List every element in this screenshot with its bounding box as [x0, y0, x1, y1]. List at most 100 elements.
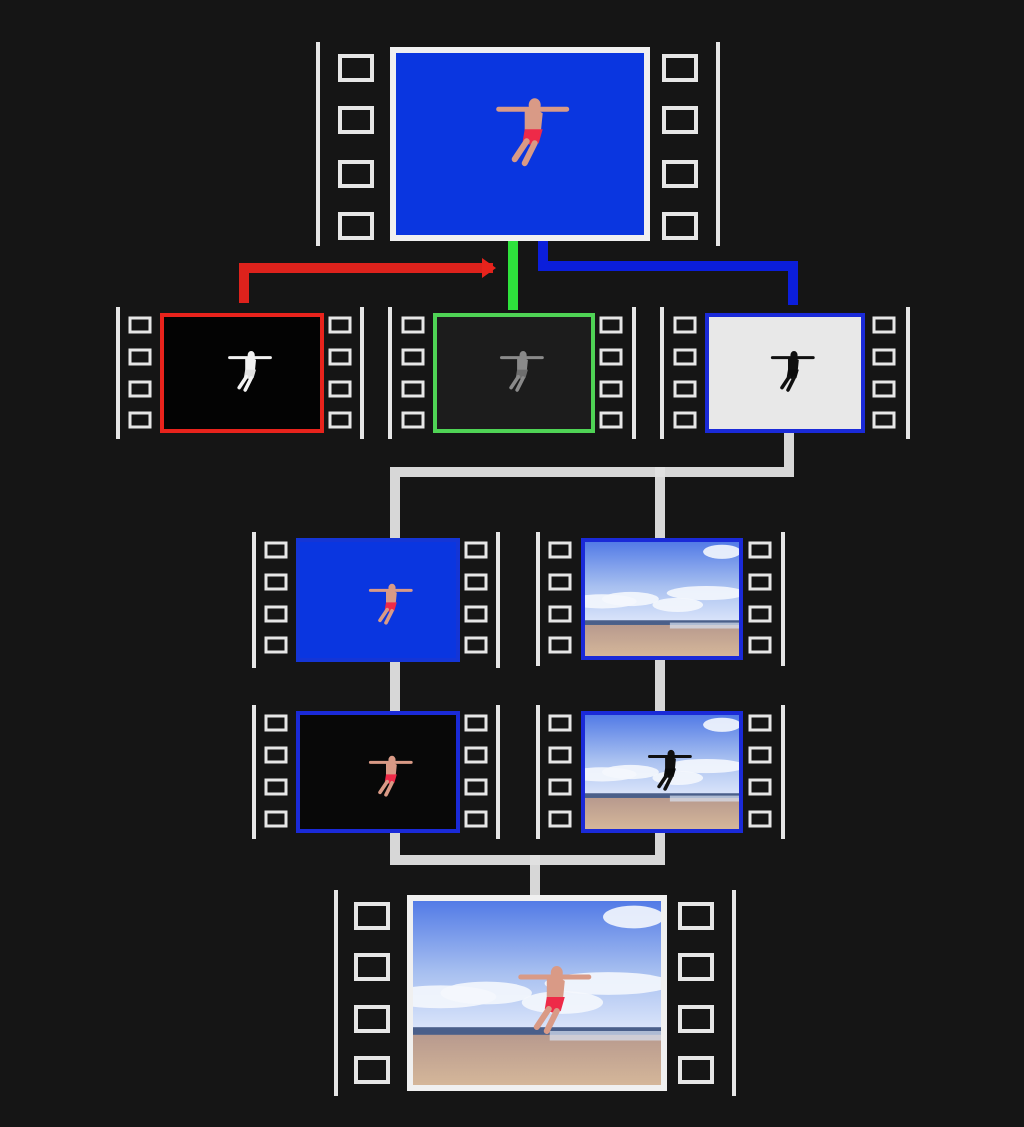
- sprocket-hole: [872, 411, 896, 429]
- sprocket-hole: [662, 54, 698, 82]
- sprocket-hole: [678, 902, 714, 930]
- frame-border: [390, 47, 650, 241]
- film-frame-blue-channel-matte: [660, 307, 910, 439]
- flying-figure: [368, 755, 413, 797]
- blue-channel-connector: [538, 237, 798, 305]
- green-channel-connector: [508, 240, 518, 310]
- sprocket-hole: [673, 316, 697, 334]
- sprocket-hole: [401, 380, 425, 398]
- sprocket-hole: [328, 380, 352, 398]
- sprocket-hole: [548, 746, 572, 764]
- film-edge-right: [360, 307, 364, 439]
- sprocket-hole: [464, 541, 488, 559]
- frame-border: [296, 711, 460, 833]
- sprocket-hole: [328, 411, 352, 429]
- frame-image: [298, 540, 458, 660]
- sprocket-hole: [354, 1056, 390, 1084]
- film-edge-right: [496, 705, 500, 839]
- sprocket-hole: [748, 810, 772, 828]
- flying-figure: [770, 351, 815, 392]
- flying-figure: [648, 749, 692, 791]
- film-edge-left: [536, 705, 540, 839]
- frame-fill: [393, 50, 647, 238]
- frame-border: [407, 895, 667, 1091]
- frame-image: [410, 898, 664, 1088]
- film-edge-left: [536, 532, 540, 666]
- sprocket-hole: [678, 1056, 714, 1084]
- sprocket-hole: [401, 411, 425, 429]
- sprocket-hole: [338, 212, 374, 240]
- sprocket-hole: [354, 953, 390, 981]
- frame-fill: [298, 540, 458, 660]
- film-edge-right: [906, 307, 910, 439]
- frame-fill: [435, 315, 593, 431]
- sprocket-hole: [464, 714, 488, 732]
- film-edge-right: [496, 532, 500, 668]
- sprocket-hole: [264, 636, 288, 654]
- frame-border: [160, 313, 324, 433]
- film-edge-right: [732, 890, 736, 1096]
- frame-image: [298, 713, 458, 831]
- red-arrowhead: [482, 258, 496, 278]
- sprocket-hole: [872, 380, 896, 398]
- sprocket-hole: [338, 106, 374, 134]
- red-channel-arrow: [239, 263, 493, 303]
- film-frame-final-composite: [334, 890, 736, 1096]
- sprocket-hole: [678, 1005, 714, 1033]
- sprocket-hole: [401, 316, 425, 334]
- film-frame-beach-with-holdout: [536, 705, 785, 839]
- sprocket-hole: [673, 411, 697, 429]
- sprocket-hole: [673, 348, 697, 366]
- beach-scene: [583, 713, 741, 831]
- sprocket-hole: [128, 316, 152, 334]
- film-edge-left: [660, 307, 664, 439]
- sprocket-hole: [548, 573, 572, 591]
- film-frame-bluescreen-copy: [252, 532, 500, 668]
- sprocket-hole: [748, 746, 772, 764]
- frame-border: [581, 538, 743, 660]
- sprocket-hole: [464, 746, 488, 764]
- film-frame-source-bluescreen: [316, 42, 720, 246]
- frame-fill: [298, 713, 458, 831]
- sprocket-hole: [748, 636, 772, 654]
- sprocket-hole: [464, 573, 488, 591]
- sprocket-hole: [128, 411, 152, 429]
- film-edge-left: [316, 42, 320, 246]
- beach-scene: [583, 540, 741, 658]
- frame-image: [583, 540, 741, 658]
- sprocket-hole: [748, 778, 772, 796]
- frame-border: [296, 538, 460, 662]
- sprocket-hole: [548, 541, 572, 559]
- sprocket-hole: [599, 380, 623, 398]
- sprocket-hole: [338, 54, 374, 82]
- matte-to-bluescreen-line: [390, 427, 794, 545]
- film-frame-foreground-on-black: [252, 705, 500, 839]
- sprocket-hole: [599, 411, 623, 429]
- sprocket-hole: [599, 316, 623, 334]
- flying-figure: [228, 351, 272, 392]
- frame-fill: [162, 315, 322, 431]
- film-edge-left: [252, 532, 256, 668]
- frame-image: [435, 315, 593, 431]
- sprocket-hole: [548, 778, 572, 796]
- film-edge-right: [781, 705, 785, 839]
- frame-border: [433, 313, 595, 433]
- sprocket-hole: [401, 348, 425, 366]
- sprocket-hole: [264, 541, 288, 559]
- film-frame-beach-background: [536, 532, 785, 666]
- sprocket-hole: [662, 212, 698, 240]
- sprocket-hole: [748, 541, 772, 559]
- sprocket-hole: [872, 348, 896, 366]
- sprocket-hole: [662, 106, 698, 134]
- sprocket-hole: [264, 573, 288, 591]
- sprocket-hole: [548, 605, 572, 623]
- sprocket-hole: [548, 714, 572, 732]
- sprocket-hole: [354, 902, 390, 930]
- sprocket-hole: [328, 348, 352, 366]
- film-edge-left: [334, 890, 338, 1096]
- sprocket-hole: [599, 348, 623, 366]
- film-edge-left: [116, 307, 120, 439]
- frame-image: [162, 315, 322, 431]
- sprocket-hole: [264, 746, 288, 764]
- frame-border: [705, 313, 865, 433]
